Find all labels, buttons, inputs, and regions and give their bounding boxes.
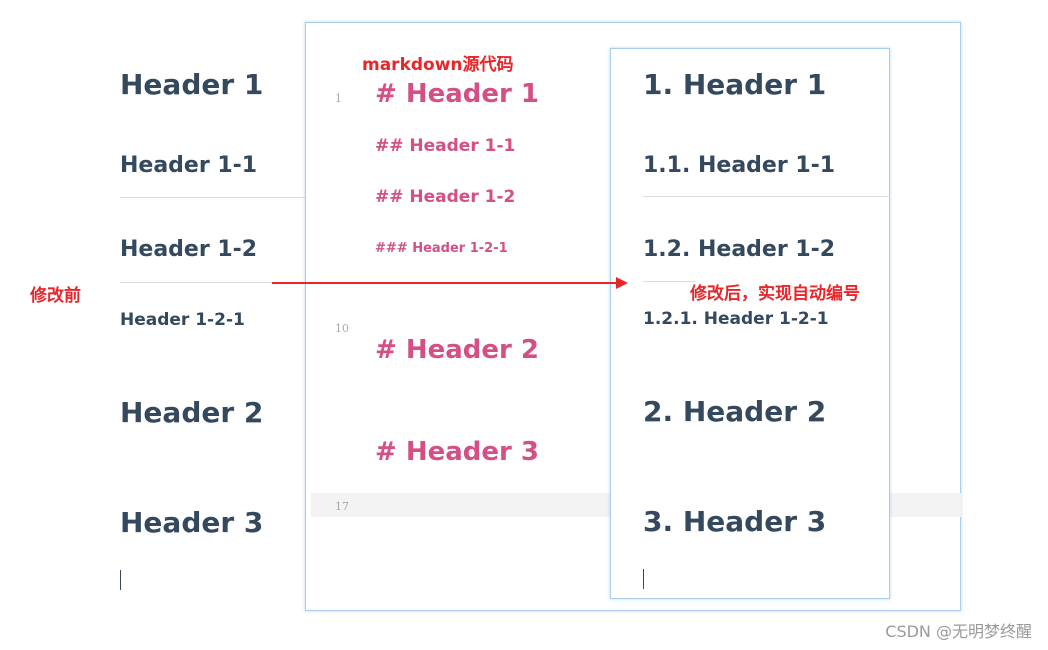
before-header-2: Header 2 <box>120 396 264 429</box>
line-number: 10 <box>335 322 349 335</box>
text-caret <box>120 570 121 590</box>
after-header-2: 2. Header 2 <box>643 395 827 428</box>
before-divider <box>120 282 306 283</box>
after-header-1-1: 1.1. Header 1-1 <box>643 153 836 178</box>
after-header-3: 3. Header 3 <box>643 505 827 538</box>
after-header-1: 1. Header 1 <box>643 68 827 101</box>
line-number: 1 <box>335 92 342 105</box>
arrow-head-icon <box>616 277 628 289</box>
rendered-preview-panel <box>610 48 890 599</box>
after-header-1-2: 1.2. Header 1-2 <box>643 237 836 262</box>
source-line-header-1-2: ## Header 1-2 <box>375 187 516 207</box>
after-label: 修改后，实现自动编号 <box>690 284 860 304</box>
before-header-3: Header 3 <box>120 506 264 539</box>
source-label: markdown源代码 <box>362 55 514 75</box>
after-header-1-2-1: 1.2.1. Header 1-2-1 <box>643 309 829 329</box>
watermark: CSDN @无明梦终醒 <box>885 622 1032 641</box>
source-line-header-3: # Header 3 <box>375 437 539 467</box>
arrow-line <box>272 282 618 284</box>
after-divider <box>643 281 695 282</box>
text-caret <box>643 569 644 589</box>
source-line-header-1: # Header 1 <box>375 79 539 109</box>
source-line-header-1-1: ## Header 1-1 <box>375 136 516 156</box>
line-number: 17 <box>335 500 349 513</box>
before-divider <box>120 197 306 198</box>
after-divider <box>643 196 890 197</box>
before-header-1-1: Header 1-1 <box>120 153 258 178</box>
source-line-header-2: # Header 2 <box>375 335 539 365</box>
before-header-1-2: Header 1-2 <box>120 237 258 262</box>
before-header-1: Header 1 <box>120 68 264 101</box>
before-label: 修改前 <box>30 286 81 306</box>
before-header-1-2-1: Header 1-2-1 <box>120 310 245 330</box>
source-line-header-1-2-1: ### Header 1-2-1 <box>375 241 508 256</box>
